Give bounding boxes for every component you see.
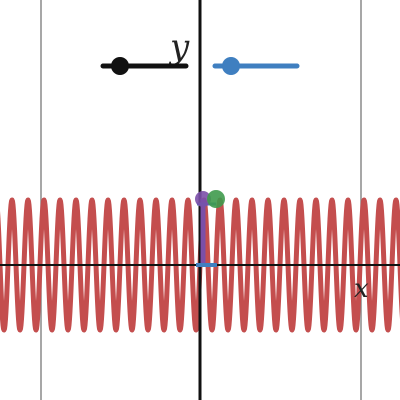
green-point[interactable]: [207, 190, 225, 208]
slider-handle-icon[interactable]: [222, 57, 240, 75]
x-axis-label: x: [354, 274, 369, 304]
y-axis-label: y: [168, 27, 190, 67]
black-slider[interactable]: [100, 57, 189, 75]
slider-handle-icon[interactable]: [111, 57, 129, 75]
blue-slider[interactable]: [212, 57, 300, 75]
purple-point[interactable]: [195, 191, 211, 207]
